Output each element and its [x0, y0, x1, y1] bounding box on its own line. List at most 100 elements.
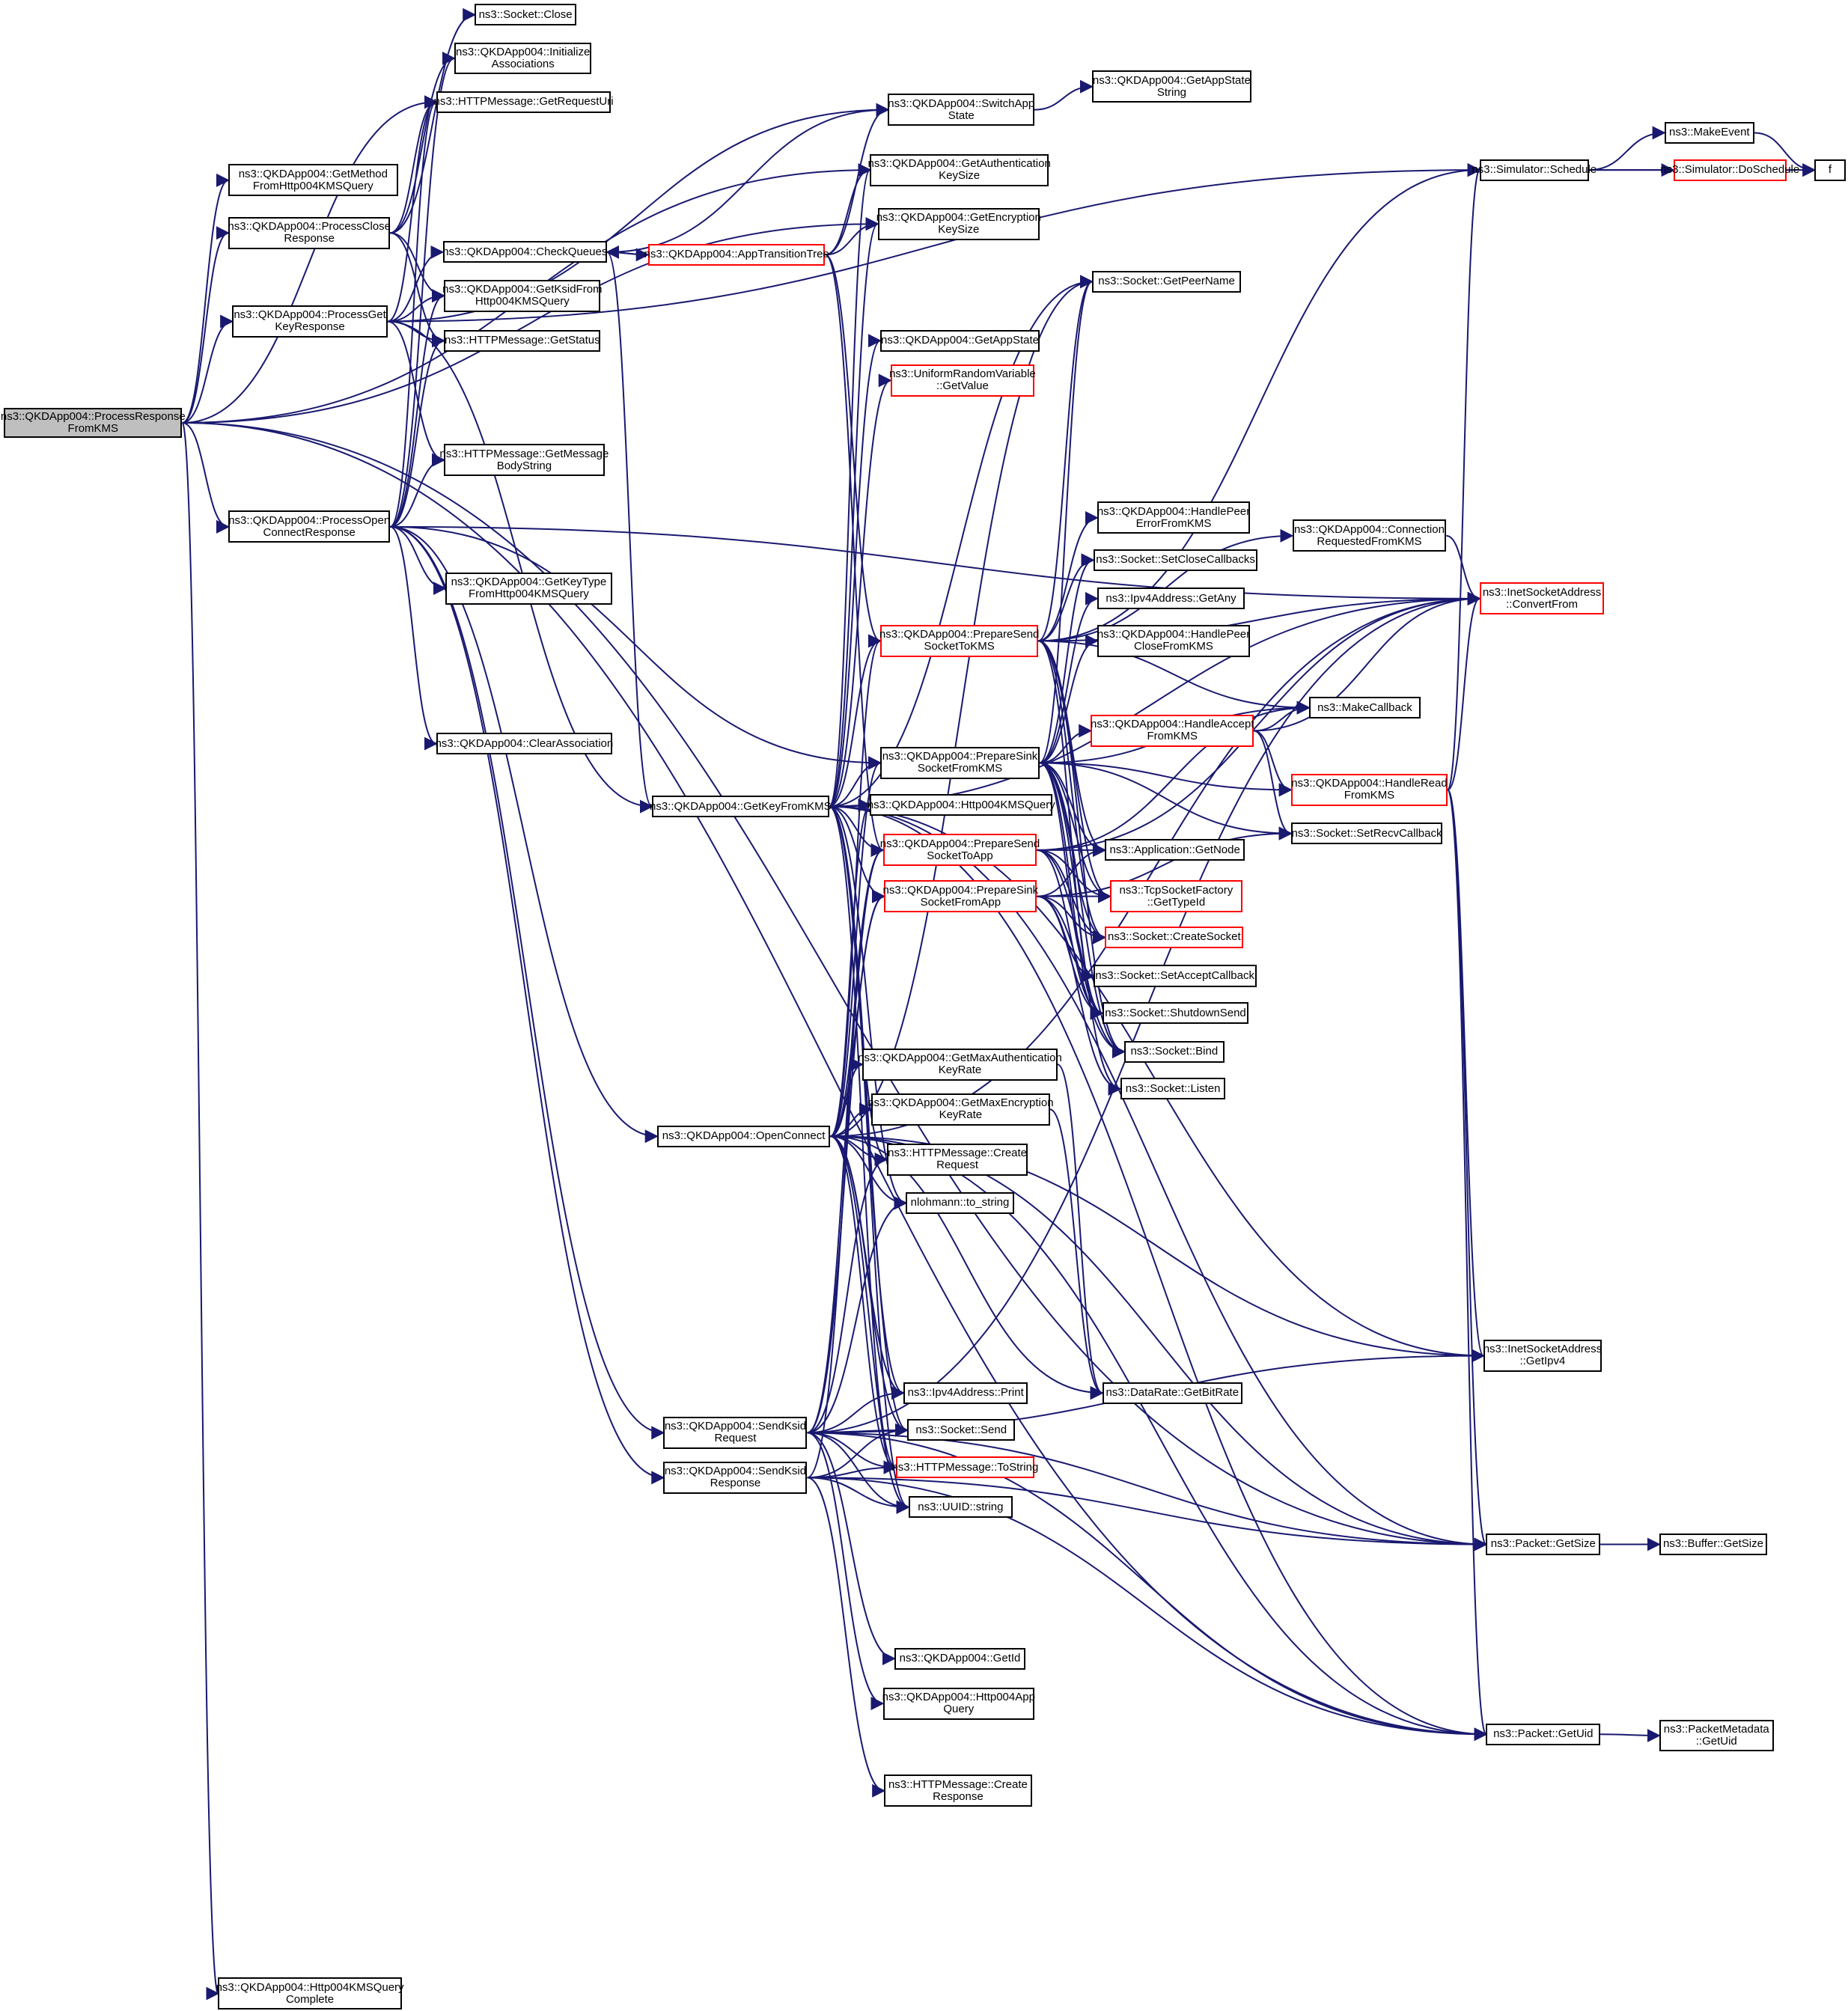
- node-sock-listen[interactable]: ns3::Socket::Listen: [1120, 1078, 1226, 1100]
- edge-procGetKey-to-getKeyFromKMS: [387, 320, 653, 814]
- node-do-schedule[interactable]: ns3::Simulator::DoSchedule: [1660, 159, 1799, 181]
- node-label-line: ns3::Socket::ShutdownSend: [1105, 1006, 1246, 1019]
- node-ipv4-print[interactable]: ns3::Ipv4Address::Print: [903, 1382, 1028, 1404]
- node-uuid-string[interactable]: ns3::UUID::string: [908, 1496, 1013, 1519]
- node-get-req-uri[interactable]: ns3::HTTPMessage::GetRequestUri: [434, 91, 614, 113]
- node-label-line: FromKMS: [1147, 730, 1198, 743]
- node-label-line: ns3::Buffer::GetSize: [1662, 1537, 1763, 1551]
- node-label-line: ns3::QKDApp004::HandleAccept: [1091, 718, 1254, 731]
- edge-getKeyFromKMS-to-toString: [829, 805, 908, 1210]
- edge-schedule-to-makeEvent: [1588, 126, 1666, 171]
- node-sock-send[interactable]: ns3::Socket::Send: [907, 1419, 1016, 1441]
- node-label-line: Http004KMSQuery: [475, 295, 570, 308]
- node-app-trans[interactable]: ns3::QKDApp004::AppTransitionTree: [644, 243, 829, 266]
- node-open-connect[interactable]: ns3::QKDApp004::OpenConnect: [656, 1125, 831, 1147]
- node-get-key-from-k-m-s[interactable]: ns3::QKDApp004::GetKeyFromKMS: [650, 796, 832, 818]
- node-get-ipv4[interactable]: ns3::InetSocketAddress::GetIpv4: [1483, 1340, 1602, 1372]
- node-label-line: FromKMS: [1344, 789, 1395, 802]
- node-label-line: ::GetIpv4: [1519, 1355, 1566, 1368]
- node-tcp-type-id[interactable]: ns3::TcpSocketFactory::GetTypeId: [1110, 880, 1242, 913]
- edge-openConnect-to-http004Query: [829, 799, 872, 1138]
- node-get-app-state[interactable]: ns3::QKDApp004::GetAppState: [880, 329, 1040, 352]
- edge-procGetKey-to-schedule: [387, 163, 1481, 323]
- node-get-id[interactable]: ns3::QKDApp004::GetId: [894, 1647, 1025, 1670]
- node-set-recv-cb[interactable]: ns3::Socket::SetRecvCallback: [1290, 823, 1443, 845]
- node-label-line: ns3::QKDApp004::ProcessGet: [234, 308, 386, 322]
- node-label-line: ns3::Ipv4Address::Print: [907, 1386, 1024, 1400]
- node-label-line: FromHttp004KMSQuery: [252, 179, 373, 192]
- node-schedule[interactable]: ns3::Simulator::Schedule: [1472, 159, 1597, 181]
- node-make-event[interactable]: ns3::MakeEvent: [1664, 121, 1754, 144]
- node-check-queues[interactable]: ns3::QKDApp004::CheckQueues: [442, 241, 607, 263]
- node-label-line: Response: [710, 1477, 761, 1490]
- edge-getKeyFromKMS-to-uniformGet: [829, 373, 892, 808]
- node-convert-from[interactable]: ns3::InetSocketAddress::ConvertFrom: [1479, 582, 1605, 615]
- node-create-socket[interactable]: ns3::Socket::CreateSocket: [1105, 926, 1244, 949]
- node-label-line: ns3::QKDApp004::GetAuthentication: [867, 157, 1051, 171]
- edge-procOpen-to-getKsid: [389, 289, 446, 528]
- node-make-callback[interactable]: ns3::MakeCallback: [1308, 697, 1421, 719]
- node-sock-close[interactable]: ns3::Socket::Close: [475, 4, 576, 26]
- node-http004-query[interactable]: ns3::QKDApp004::Http004KMSQuery: [867, 794, 1055, 817]
- node-meta-get-uid[interactable]: ns3::PacketMetadata::GetUid: [1659, 1719, 1774, 1752]
- node-http-to-string[interactable]: ns3::HTTPMessage::ToString: [891, 1456, 1038, 1479]
- node-get-peer-name[interactable]: ns3::Socket::GetPeerName: [1092, 270, 1241, 293]
- node-set-close-cb[interactable]: ns3::Socket::SetCloseCallbacks: [1093, 549, 1258, 571]
- node-app-get-node[interactable]: ns3::Application::GetNode: [1105, 839, 1245, 861]
- node-label-line: ns3::MakeEvent: [1669, 126, 1750, 139]
- node-f[interactable]: f: [1814, 159, 1846, 181]
- edge-appTrans-to-getAuthKey: [825, 163, 872, 256]
- node-label-line: ::GetUid: [1695, 1734, 1737, 1748]
- node-sock-bind[interactable]: ns3::Socket::Bind: [1123, 1040, 1225, 1063]
- edge-sendKsidResp-to-prepSendApp: [807, 843, 885, 1479]
- node-uniform-get[interactable]: ns3::UniformRandomVariable::GetValue: [889, 364, 1036, 397]
- node-get-status[interactable]: ns3::HTTPMessage::GetStatus: [444, 329, 601, 352]
- node-ipv4-get-any[interactable]: ns3::Ipv4Address::GetAny: [1097, 588, 1245, 610]
- node-label-line: ns3::TcpSocketFactory: [1119, 883, 1233, 897]
- node-label-line: ns3::QKDApp004::SendKsid: [664, 1465, 807, 1478]
- node-get-bit-rate[interactable]: ns3::DataRate::GetBitRate: [1102, 1382, 1242, 1404]
- edge-getKeyFromKMS-to-getAuthKey: [828, 163, 872, 808]
- node-label-line: ns3::QKDApp004::GetAppState: [881, 334, 1039, 347]
- node-buf-get-size[interactable]: ns3::Buffer::GetSize: [1659, 1533, 1767, 1556]
- node-label-line: ns3::QKDApp004::Connection: [1293, 522, 1445, 536]
- node-to-string[interactable]: nlohmann::to_string: [906, 1191, 1014, 1214]
- edge-prepSendKMS-to-getPeerName: [1037, 275, 1094, 642]
- node-clear-assoc[interactable]: ns3::QKDApp004::ClearAssociation: [436, 733, 613, 755]
- node-set-accept-cb[interactable]: ns3::Socket::SetAcceptCallback: [1093, 965, 1257, 987]
- node-shutdown-send[interactable]: ns3::Socket::ShutdownSend: [1102, 1002, 1249, 1025]
- node-pkt-get-uid[interactable]: ns3::Packet::GetUid: [1486, 1723, 1601, 1745]
- node-pkt-get-size[interactable]: ns3::Packet::GetSize: [1486, 1533, 1601, 1556]
- edge-procClose-to-initAssoc: [390, 52, 456, 234]
